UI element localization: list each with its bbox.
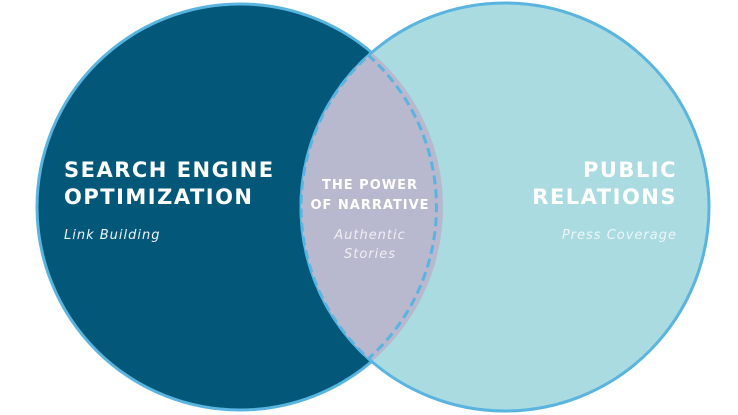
overlap-subtitle: Authentic Stories (300, 226, 440, 264)
overlap-title-line1: THE POWER (322, 178, 418, 193)
overlap-subtitle-line2: Stories (343, 247, 397, 262)
pr-title: PUBLIC RELATIONS (532, 157, 677, 211)
seo-subtitle: Link Building (64, 228, 161, 243)
pr-title-line1: PUBLIC (582, 158, 677, 182)
seo-title: SEARCH ENGINE OPTIMIZATION (64, 157, 275, 211)
overlap-title: THE POWER OF NARRATIVE (300, 176, 440, 216)
overlap-subtitle-line1: Authentic (334, 228, 406, 243)
overlap-region (301, 4, 443, 410)
pr-title-line2: RELATIONS (532, 185, 677, 209)
overlap-title-line2: OF NARRATIVE (310, 198, 430, 213)
seo-title-line1: SEARCH ENGINE (64, 158, 275, 182)
seo-title-line2: OPTIMIZATION (64, 185, 254, 209)
pr-subtitle: Press Coverage (561, 228, 677, 243)
overlap-dashed-outline (299, 4, 443, 410)
